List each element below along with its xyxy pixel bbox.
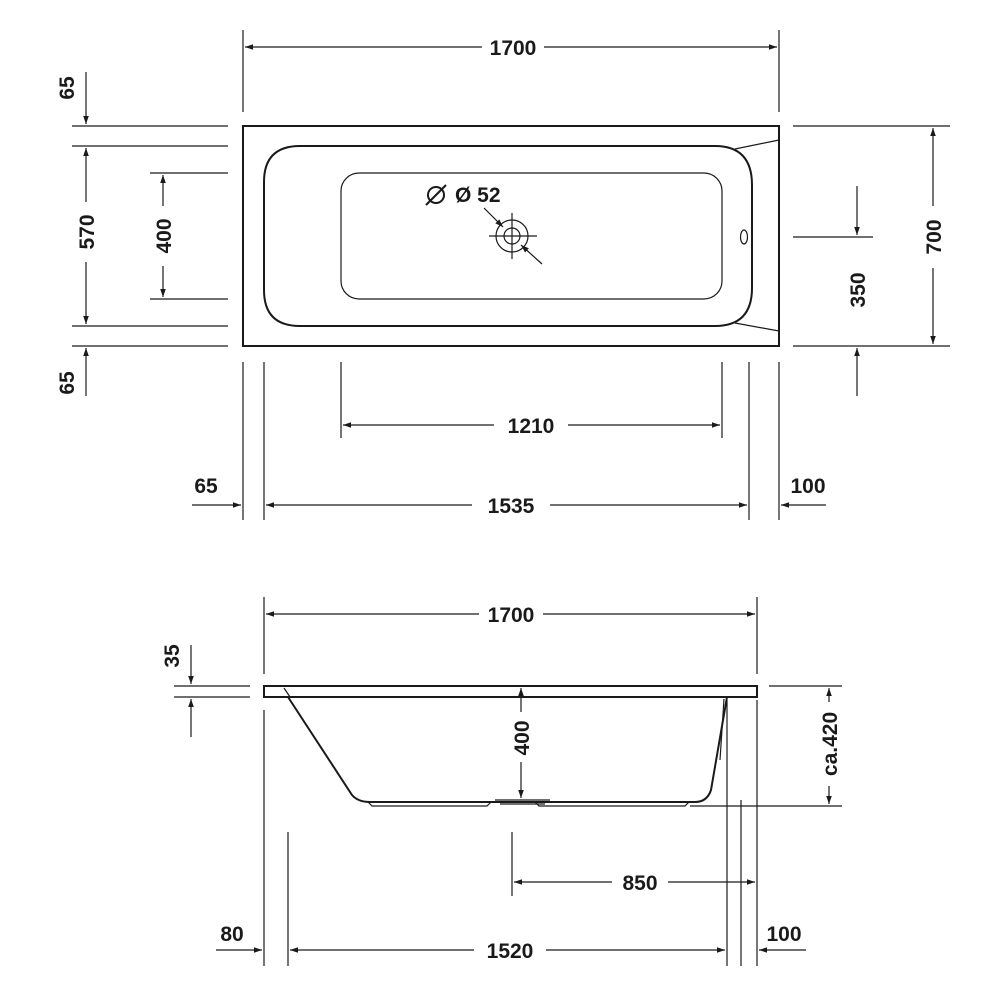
overall-width-label: 700	[923, 219, 946, 254]
side-rim	[263, 685, 758, 698]
drain-diameter-leader	[483, 207, 504, 228]
backrest-slope-line	[734, 322, 780, 332]
total-height-label: ca.420	[819, 712, 842, 776]
drain-offset-label: 350	[847, 272, 870, 307]
side-drain	[495, 799, 550, 805]
left-offset-label: 80	[220, 923, 243, 946]
rim-thickness-label: 35	[161, 644, 184, 668]
top-rim-label: 65	[56, 76, 79, 100]
bottom-rim-label: 65	[56, 371, 79, 395]
side-view: 1700 35 400 ca.420 850 80 152	[161, 597, 842, 966]
top-view: Ø 52 1700 65 570 400 65	[56, 30, 950, 520]
drain-icon	[489, 213, 537, 259]
inner-width-label: 570	[76, 214, 99, 249]
bottom-length-label: 1520	[487, 940, 534, 963]
tub-inner-basin	[263, 145, 753, 327]
side-tub-body	[287, 696, 728, 803]
floor-width-label: 400	[153, 218, 176, 253]
side-overall-length-label: 1700	[488, 604, 535, 627]
tub-floor	[340, 172, 723, 300]
overflow-hole	[739, 229, 749, 245]
drain-position-label: 850	[622, 872, 657, 895]
tub-outer-rim	[242, 125, 780, 347]
right-offset-label: 100	[766, 923, 801, 946]
floor-length-label: 1210	[508, 415, 555, 438]
left-rim-label: 65	[194, 475, 218, 498]
drain-diameter-leader	[520, 244, 543, 265]
drain-diameter-label: Ø 52	[455, 184, 501, 207]
right-rim-label: 100	[790, 475, 825, 498]
top-overall-length-label: 1700	[490, 37, 537, 60]
backrest-slope-line	[734, 139, 780, 150]
inner-length-label: 1535	[488, 495, 535, 518]
depth-label: 400	[511, 720, 534, 755]
diameter-symbol-icon	[425, 184, 447, 206]
side-tub-inner-line	[283, 687, 291, 698]
side-tub-inner-line	[719, 698, 725, 761]
